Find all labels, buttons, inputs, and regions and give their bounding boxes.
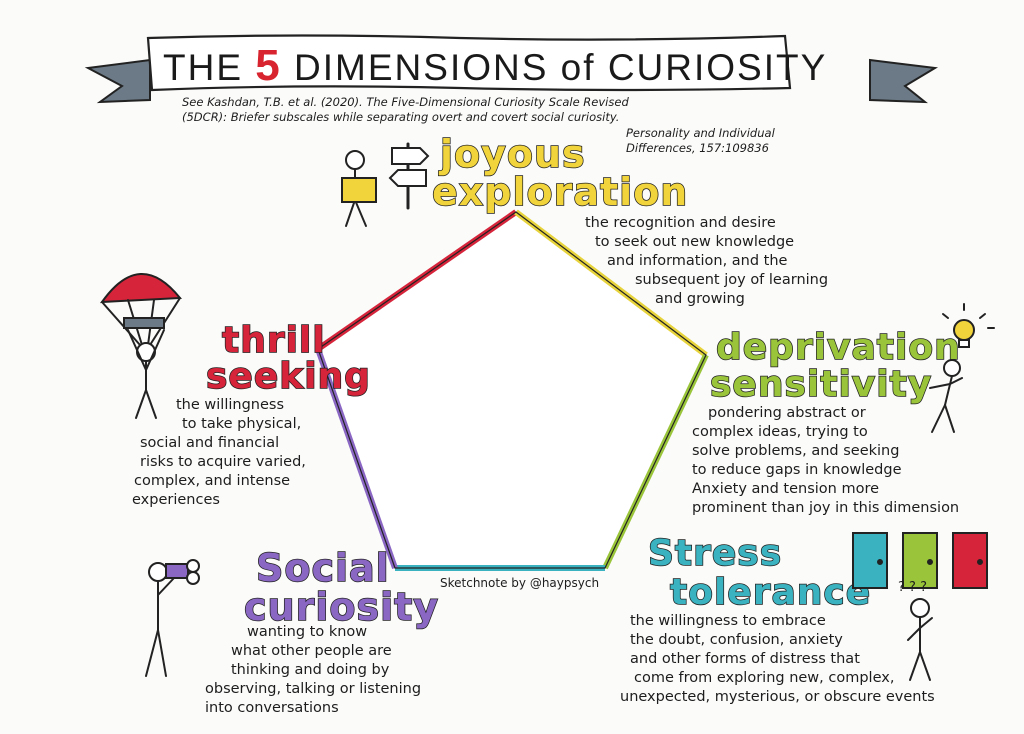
title-number: 5: [255, 41, 282, 90]
deprivation-desc-line: prominent than joy in this dimension: [692, 500, 960, 516]
confused-figure-icon: [907, 598, 933, 681]
stress-desc-line: the willingness to embrace: [630, 613, 826, 629]
pentagon-outline: [317, 211, 707, 569]
thrill-desc-line: to take physical,: [182, 416, 302, 432]
thrill-desc-line: the willingness: [176, 397, 284, 413]
pentagon-fill: [318, 212, 706, 568]
deprivation-title-1: deprivation: [715, 326, 961, 369]
question-marks: ? ? ?: [898, 580, 927, 595]
social-title-1: Social: [255, 545, 390, 591]
joyous-desc-line: to seek out new knowledge: [595, 234, 795, 250]
citation: See Kashdan, T.B. et al. (2020). The Fiv…: [182, 95, 629, 125]
page-title: THE 5 DIMENSIONS of CURIOSITY: [163, 41, 827, 91]
social-desc-line: wanting to know: [247, 624, 368, 640]
doors-icon: [852, 532, 988, 589]
joyous-title-2: exploration: [431, 169, 689, 215]
deprivation-title-2: sensitivity: [709, 363, 933, 406]
thrill-title-1: thrill: [221, 319, 326, 362]
thrill-desc-line: risks to acquire varied,: [140, 454, 306, 470]
thrill-title-2: seeking: [205, 355, 371, 398]
stress-desc-line: unexpected, mysterious, or obscure event…: [620, 689, 935, 705]
deprivation-desc-line: to reduce gaps in knowledge: [692, 462, 902, 478]
joyous-desc-line: the recognition and desire: [585, 215, 776, 231]
banner-body: [146, 34, 792, 92]
thrill-desc-line: experiences: [132, 492, 220, 508]
citation-line-1: See Kashdan, T.B. et al. (2020). The Fiv…: [182, 95, 629, 109]
citation-journal-1: Personality and Individual: [626, 126, 775, 140]
thrill-description: the willingness to take physical, social…: [128, 396, 306, 510]
sketchnote-credit: Sketchnote by @haypsych: [440, 576, 600, 590]
banner-left-tail: [84, 58, 151, 104]
stress-title-1: Stress: [647, 532, 783, 575]
social-desc-line: what other people are: [231, 643, 392, 659]
stress-description: the willingness to embrace the doubt, co…: [620, 612, 935, 707]
thrill-desc-line: complex, and intense: [134, 473, 291, 489]
title-suffix: DIMENSIONS of CURIOSITY: [294, 47, 828, 88]
social-desc-line: into conversations: [205, 700, 339, 716]
joyous-description: the recognition and desire to seek out n…: [585, 214, 828, 309]
deprivation-description: pondering abstract or complex ideas, try…: [688, 404, 959, 518]
stress-desc-line: and other forms of distress that: [630, 651, 860, 667]
joyous-desc-line: and information, and the: [607, 253, 788, 269]
deprivation-desc-line: Anxiety and tension more: [692, 481, 880, 497]
deprivation-desc-line: solve problems, and seeking: [692, 443, 900, 459]
social-title-2: curiosity: [243, 584, 440, 630]
binoculars-figure-icon: [145, 559, 200, 677]
stress-desc-line: come from exploring new, complex,: [634, 670, 895, 686]
joyous-title-1: joyous: [439, 131, 586, 177]
social-desc-line: observing, talking or listening: [205, 681, 422, 697]
social-desc-line: thinking and doing by: [231, 662, 390, 678]
joyous-desc-line: subsequent joy of learning: [635, 272, 829, 288]
stress-desc-line: the doubt, confusion, anxiety: [630, 632, 843, 648]
explorer-figure-icon: [341, 142, 430, 227]
thrill-desc-line: social and financial: [140, 435, 280, 451]
deprivation-desc-line: complex ideas, trying to: [692, 424, 868, 440]
social-description: wanting to know what other people are th…: [205, 623, 421, 718]
lightbulb-figure-icon: [929, 303, 995, 433]
title-prefix: THE: [163, 47, 243, 88]
stress-title-2: tolerance: [669, 571, 872, 614]
parachute-figure-icon: [99, 273, 183, 419]
banner-right-tail: [869, 58, 939, 104]
citation-line-2: (5DCR): Briefer subscales while separati…: [182, 110, 620, 124]
joyous-desc-line: and growing: [655, 291, 745, 307]
citation-journal-2: Differences, 157:109836: [626, 141, 769, 155]
deprivation-desc-line: pondering abstract or: [708, 405, 866, 421]
citation-journal: Personality and Individual Differences, …: [626, 126, 775, 156]
